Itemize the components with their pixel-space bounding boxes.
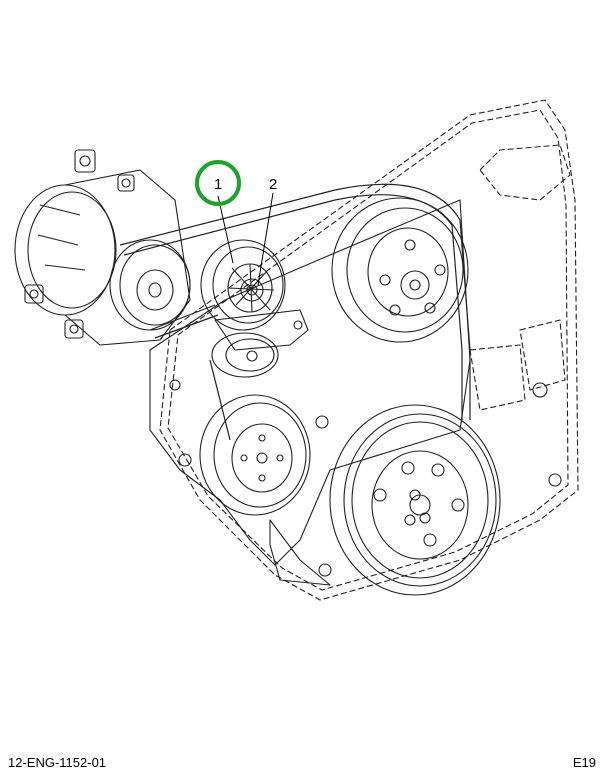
alternator-pulley bbox=[109, 239, 191, 331]
water-pump-pulley bbox=[331, 197, 469, 343]
callout-1-leader bbox=[217, 195, 234, 264]
idler-pulley bbox=[199, 394, 311, 516]
callout-2-label: 2 bbox=[269, 176, 277, 193]
drive-belt bbox=[119, 183, 471, 441]
belt-tensioner bbox=[200, 239, 309, 378]
document-code: 12-ENG-1152-01 bbox=[8, 755, 107, 770]
page-code: E19 bbox=[572, 755, 596, 770]
callout-2-leader bbox=[257, 192, 274, 286]
alternator bbox=[14, 149, 191, 346]
crankshaft-damper bbox=[329, 404, 501, 596]
callout-1-label: 1 bbox=[214, 176, 222, 193]
callout-1-highlight-ring bbox=[195, 160, 241, 206]
engine-block-outline bbox=[159, 99, 579, 601]
